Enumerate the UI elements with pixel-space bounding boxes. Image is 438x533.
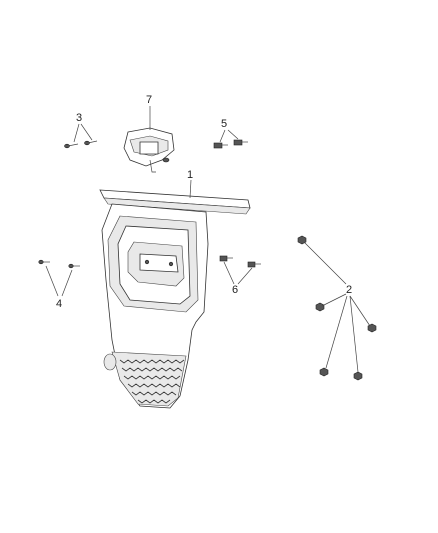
- part-4-pins: [38, 259, 80, 269]
- part-3-screws: [64, 140, 98, 149]
- callout-7: 7: [146, 94, 152, 106]
- callout-5: 5: [221, 118, 227, 130]
- leader-6b: [237, 267, 253, 285]
- leader-2a: [303, 241, 347, 285]
- leader-5b: [227, 129, 239, 140]
- leader-4b: [61, 269, 73, 297]
- leader-4a: [45, 265, 59, 297]
- leader-3b: [80, 123, 93, 141]
- part-7-bracket: [123, 127, 175, 173]
- part-6-fasteners: [219, 255, 261, 268]
- part-5-fasteners: [213, 139, 248, 149]
- callout-4: 4: [56, 298, 62, 310]
- part-1-panel: [99, 189, 251, 409]
- leader-2d: [325, 295, 348, 369]
- callout-2: 2: [346, 284, 352, 296]
- leader-5a: [219, 129, 226, 143]
- vent-slots: [119, 359, 185, 404]
- callout-1: 1: [187, 169, 193, 181]
- leader-2e: [349, 295, 359, 373]
- callout-6: 6: [232, 284, 238, 296]
- leader-2b: [321, 293, 347, 307]
- leader-6a: [223, 261, 235, 285]
- part-2-nuts: [297, 235, 377, 381]
- leader-1: [189, 179, 192, 199]
- leader-2c: [349, 295, 371, 327]
- leader-3a: [73, 123, 80, 143]
- callout-3: 3: [76, 112, 82, 124]
